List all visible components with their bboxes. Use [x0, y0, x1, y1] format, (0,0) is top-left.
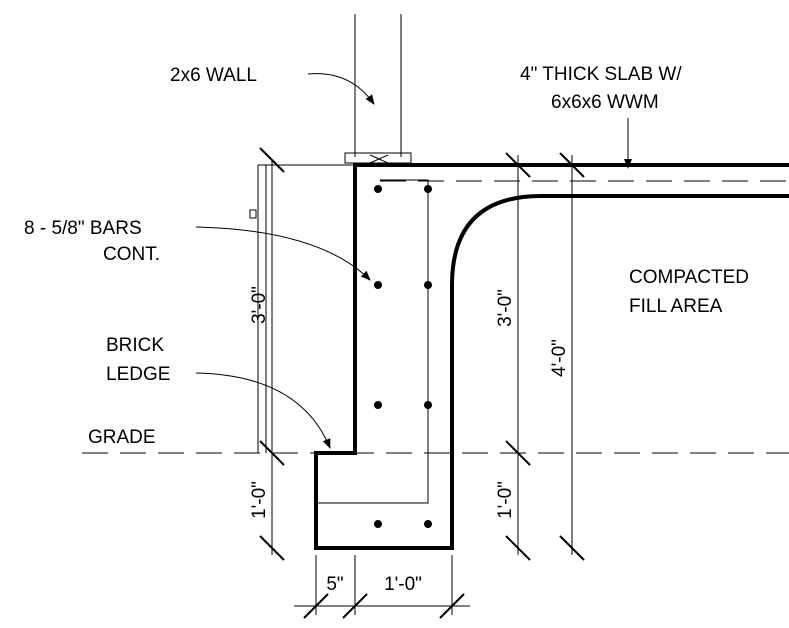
label-grade: GRADE: [88, 427, 156, 448]
rebar-dot: [374, 401, 382, 409]
dim-text-left-lower: 1'-0": [249, 481, 270, 519]
leader-wall: [307, 73, 375, 105]
label-wall: 2x6 WALL: [170, 65, 257, 86]
dim-text-right-lower: 1'-0": [495, 481, 516, 519]
dim-right-inner: [505, 152, 531, 561]
leader-bars: [195, 226, 371, 281]
rebar-dot: [424, 520, 432, 528]
dim-text-ledge: 5": [326, 574, 343, 595]
label-fill-line2: FILL AREA: [629, 296, 723, 317]
label-fill-line1: COMPACTED: [629, 267, 749, 288]
label-brick-line1: BRICK: [106, 335, 164, 356]
rebar-dot: [374, 520, 382, 528]
label-brick-line2: LEDGE: [106, 364, 170, 385]
rebar-group: [374, 185, 432, 528]
rebar-dot: [424, 401, 432, 409]
label-slab-line2: 6x6x6 WWM: [551, 92, 659, 113]
dim-text-right-total: 4'-0": [549, 339, 570, 377]
label-bars-line1: 8 - 5/8" BARS: [24, 218, 142, 239]
dim-text-left-upper: 3'-0": [249, 286, 270, 324]
dim-text-right-upper: 3'-0": [495, 289, 516, 327]
dim-right-outer: [559, 152, 585, 561]
dim-text-footing: 1'-0": [384, 574, 422, 595]
label-slab-line1: 4" THICK SLAB W/: [520, 64, 682, 85]
dim-bottom: [294, 555, 470, 619]
wall-studs: [344, 14, 412, 164]
dim-left: [259, 147, 285, 561]
rebar-dot: [374, 281, 382, 289]
brick-veneer-lines: [249, 164, 355, 453]
slab-underside: [450, 194, 789, 286]
rebar-cage-line: [316, 179, 429, 504]
rebar-dot: [374, 185, 382, 193]
rebar-dot: [424, 281, 432, 289]
leader-brick: [195, 372, 331, 449]
label-bars-line2: CONT.: [103, 244, 160, 265]
rebar-dot: [424, 185, 432, 193]
